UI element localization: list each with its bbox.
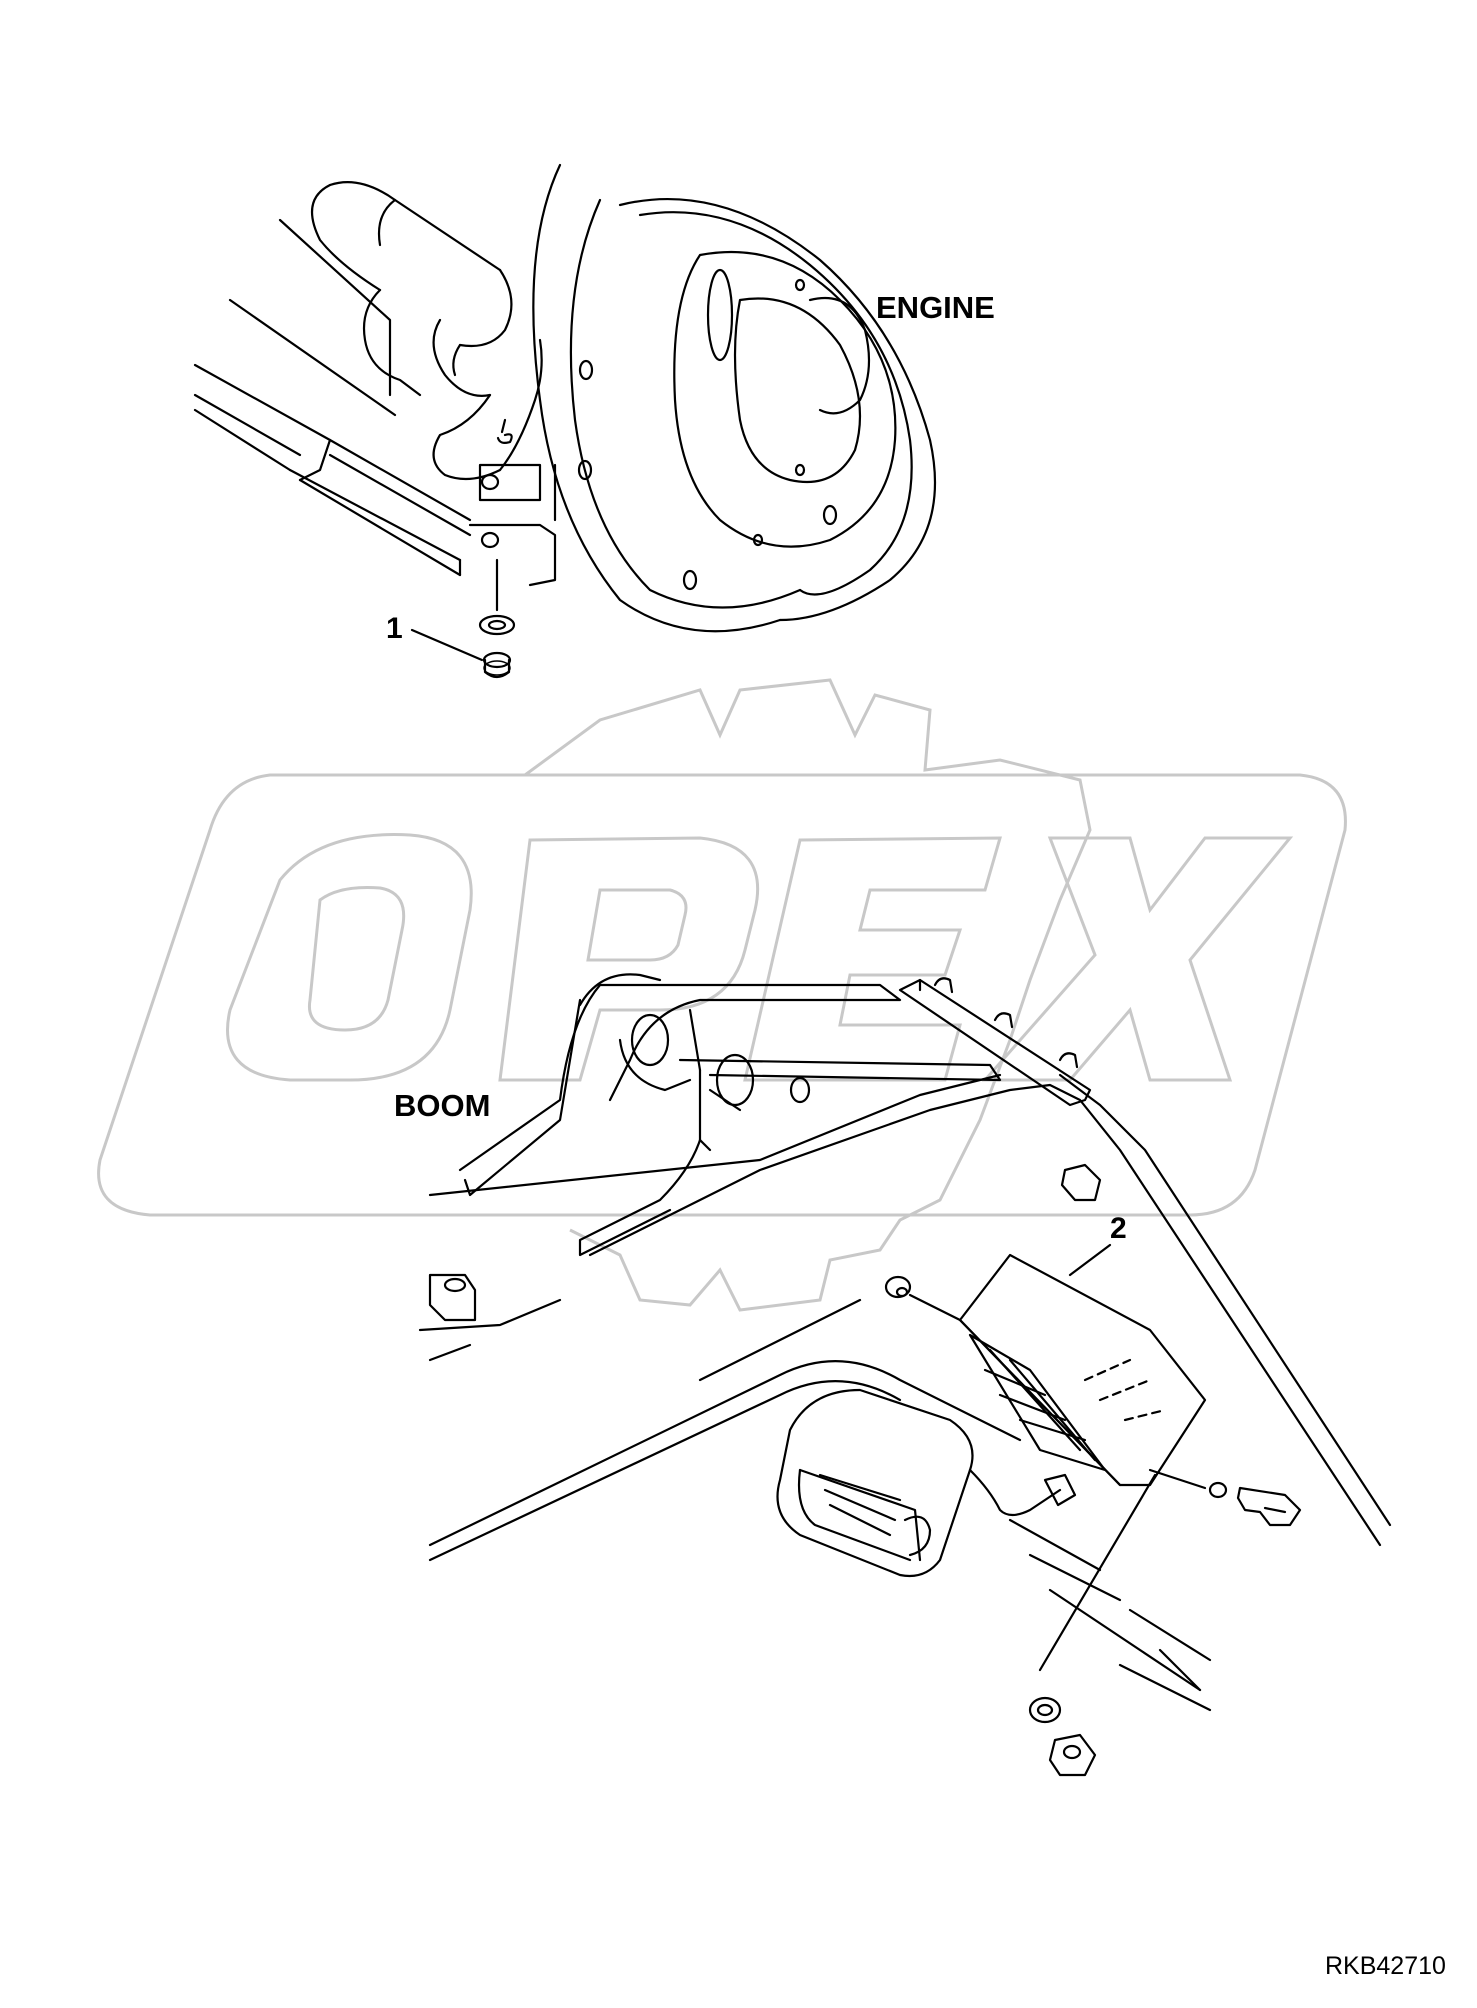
engine-label: ENGINE [876,290,995,325]
boom-drawing [418,973,1392,1562]
callout-1-label: 1 [386,612,403,645]
drawing-code-label: RKB42710 [1325,1952,1446,1980]
engine-drawing [193,163,937,679]
work-lamp-drawing [776,1243,1302,1777]
callout-2-label: 2 [1110,1212,1127,1245]
boom-label: BOOM [394,1088,491,1123]
watermark-logo [97,678,1347,1312]
